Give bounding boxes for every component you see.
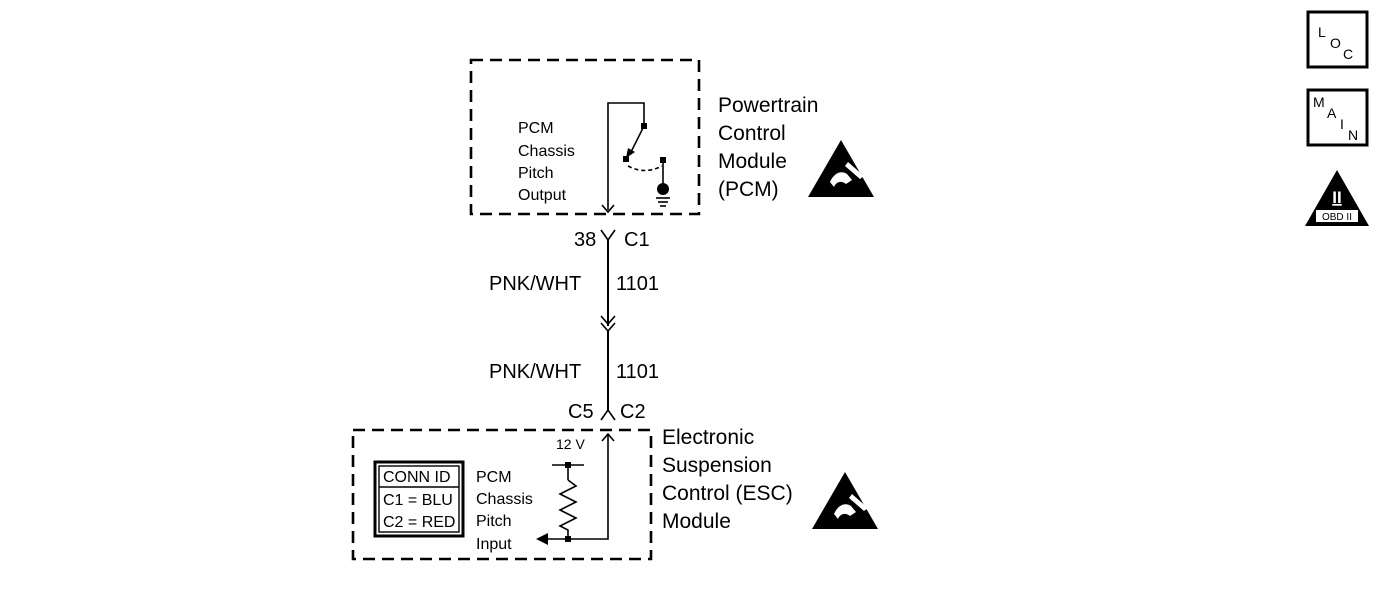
esd-warning-icon [808,140,874,197]
obd-ii-icon[interactable]: II OBD II [1305,170,1369,226]
pcm-output-label-2: Chassis [518,143,575,160]
main-button[interactable]: M A I N [1306,88,1369,147]
conn-id-row-1: C1 = BLU [383,492,453,509]
esc-connector-id: C2 [620,401,646,423]
wire-color-label-upper: PNK/WHT [489,273,581,295]
esc-input-wire [542,434,609,540]
wire-color-label-lower: PNK/WHT [489,361,581,383]
pcm-output-label-1: PCM [518,120,554,137]
esc-module: 12 V PCM Chassis Pitch Input CONN ID C1 … [351,426,878,561]
obd-numeral: II [1332,188,1341,207]
esc-module-boundary [351,428,653,561]
circuit-1101-wire: 38 C1 PNK/WHT 1101 PNK/WHT 1101 C5 C2 [489,229,659,423]
pcm-output-label-4: Output [518,187,567,204]
pcm-module-boundary [469,58,701,216]
esc-input-label-1: PCM [476,469,512,486]
esc-pin-number: C5 [568,401,594,423]
pcm-title-line-1: Powertrain [718,94,818,117]
pcm-title-line-3: Module [718,150,787,173]
conn-id-row-2: C2 = RED [383,514,455,531]
esc-title-line-1: Electronic [662,426,754,449]
pcm-module: PCM Chassis Pitch Output Powertrain Cont… [469,58,874,216]
circuit-number-label-upper: 1101 [616,273,659,295]
esc-input-label-4: Input [476,536,512,553]
connector-c2-symbol [600,408,616,421]
inline-connector-symbol [600,315,616,326]
supply-voltage-label: 12 V [556,436,585,452]
obd-label: OBD II [1322,212,1352,223]
main-letter-n: N [1348,127,1358,143]
conn-id-table: CONN ID C1 = BLU C2 = RED [373,460,465,538]
pcm-output-switch [607,102,670,210]
circuit-number-label-lower: 1101 [616,361,659,383]
esd-warning-icon [812,472,878,529]
esc-input-label-3: Pitch [476,513,512,530]
main-letter-a: A [1327,105,1337,121]
esc-title-line-4: Module [662,510,731,533]
pcm-title-line-2: Control [718,122,786,145]
pcm-connector-id: C1 [624,229,650,251]
esc-title-line-3: Control (ESC) [662,482,793,505]
esc-title-line-2: Suspension [662,454,772,477]
loc-letter-c: C [1343,46,1353,62]
esc-input-label-2: Chassis [476,491,533,508]
pull-up-resistor [552,462,584,542]
loc-letter-o: O [1330,35,1341,51]
pcm-output-label-3: Pitch [518,165,554,182]
connector-c1-symbol [600,229,616,242]
conn-id-header: CONN ID [383,469,451,486]
pcm-pin-number: 38 [574,229,596,251]
main-letter-m: M [1313,94,1325,110]
main-letter-i: I [1340,116,1344,132]
pcm-title-line-4: (PCM) [718,178,779,201]
loc-letter-l: L [1318,24,1326,40]
loc-button[interactable]: L O C [1306,10,1369,69]
